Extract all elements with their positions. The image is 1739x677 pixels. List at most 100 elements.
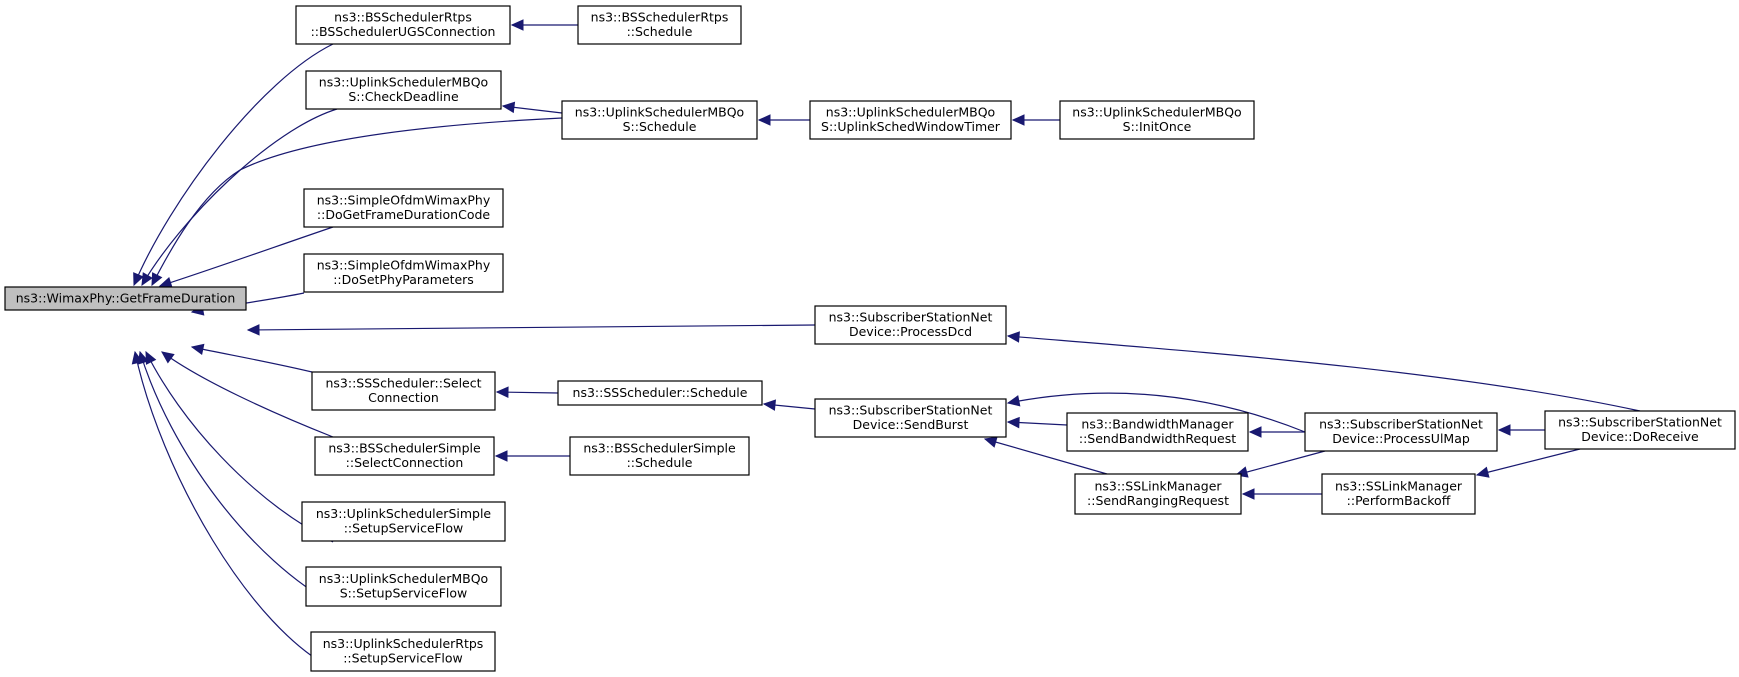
edge-ss_dcd-to-root — [246, 324, 816, 336]
node-box — [1059, 100, 1255, 140]
node-label-line: ns3::UplinkSchedulerSimple — [316, 506, 492, 521]
edge-ss_receive-to-link_backoff — [1475, 448, 1581, 478]
node-bsrtps-sched[interactable]: ns3::BSSchedulerRtps::Schedule — [577, 5, 742, 45]
node-label-line: ns3::SimpleOfdmWimaxPhy — [317, 193, 491, 208]
edge-line — [1235, 450, 1326, 476]
node-box — [1544, 410, 1736, 450]
edge-line — [134, 351, 338, 672]
node-label-line: ::DoGetFrameDurationCode — [317, 207, 491, 222]
node-root[interactable]: ns3::WimaxPhy::GetFrameDuration — [4, 286, 247, 311]
edge-bsrtps_ugs-to-root — [133, 43, 334, 287]
edge-sss_select-to-root — [190, 343, 313, 373]
node-label-line: ::SendRangingRequest — [1087, 493, 1229, 508]
node-ss-dcd[interactable]: ns3::SubscriberStationNetDevice::Process… — [814, 305, 1007, 345]
node-label-line: ns3::UplinkSchedulerMBQo — [319, 75, 488, 90]
node-box — [310, 631, 496, 672]
edge-line — [141, 108, 338, 286]
node-ss-ulmap[interactable]: ns3::SubscriberStationNetDevice::Process… — [1304, 412, 1498, 452]
node-box — [4, 286, 247, 311]
edge-ss_ulmap-to-ss_burst — [1006, 392, 1306, 433]
node-ofdm-code[interactable]: ns3::SimpleOfdmWimaxPhy::DoGetFrameDurat… — [303, 188, 504, 228]
node-box — [295, 5, 511, 45]
arrowhead-icon — [1011, 114, 1025, 126]
node-label-line: ns3::SubscriberStationNet — [829, 310, 993, 325]
edge-line — [151, 117, 563, 286]
node-box — [569, 436, 750, 476]
node-box — [303, 253, 504, 293]
edge-ss_receive-to-ss_ulmap — [1497, 424, 1545, 436]
node-box — [314, 436, 495, 476]
edge-bw_req-to-ss_burst — [1006, 416, 1068, 429]
node-mbqos-timer[interactable]: ns3::UplinkSchedulerMBQoS::UplinkSchedWi… — [809, 100, 1012, 140]
arrowhead-icon — [1241, 488, 1255, 500]
node-label-line: Device::DoReceive — [1581, 429, 1699, 444]
arrowhead-icon — [762, 399, 777, 411]
node-link-ranging[interactable]: ns3::SSLinkManager::SendRangingRequest — [1074, 473, 1242, 515]
arrowhead-icon — [1006, 395, 1021, 407]
arrowhead-icon — [246, 324, 260, 336]
node-bsrtps-ugs[interactable]: ns3::BSSchedulerRtps::BSSchedulerUGSConn… — [295, 5, 511, 45]
arrowhead-icon — [145, 350, 157, 365]
node-sss-select[interactable]: ns3::SSScheduler::SelectConnection — [311, 371, 496, 411]
node-box — [557, 380, 763, 406]
node-label-line: ns3::SSLinkManager — [1335, 479, 1463, 494]
node-label-line: ns3::UplinkSchedulerMBQo — [319, 571, 488, 586]
node-link-backoff[interactable]: ns3::SSLinkManager::PerformBackoff — [1321, 473, 1476, 515]
node-label-line: ns3::BandwidthManager — [1081, 417, 1234, 432]
node-box — [1304, 412, 1498, 452]
node-ulrtps-setup[interactable]: ns3::UplinkSchedulerRtps::SetupServiceFl… — [310, 631, 496, 672]
node-label-line: ns3::UplinkSchedulerMBQo — [826, 105, 995, 120]
edge-line — [247, 324, 816, 331]
node-mbqos-setup[interactable]: ns3::UplinkSchedulerMBQoS::SetupServiceF… — [305, 566, 502, 607]
edge-line — [1007, 392, 1306, 433]
node-box — [301, 501, 506, 542]
node-label-line: Device::ProcessDcd — [849, 324, 972, 339]
edge-bsrtps_sched-to-bsrtps_ugs — [510, 19, 578, 31]
node-box — [809, 100, 1012, 140]
node-label-line: ::PerformBackoff — [1347, 493, 1451, 508]
node-ulsimple-setup[interactable]: ns3::UplinkSchedulerSimple::SetupService… — [301, 501, 506, 542]
node-label-line: ::Schedule — [627, 455, 693, 470]
node-box — [814, 305, 1007, 345]
arrowhead-icon — [158, 276, 173, 288]
node-bw-req[interactable]: ns3::BandwidthManager::SendBandwidthRequ… — [1066, 412, 1249, 452]
node-label-line: ns3::SubscriberStationNet — [1319, 417, 1483, 432]
node-label-line: ::Schedule — [627, 24, 693, 39]
node-label-line: ns3::UplinkSchedulerRtps — [323, 636, 484, 651]
arrowhead-icon — [1248, 426, 1262, 438]
node-label-line: ns3::BSSchedulerRtps — [334, 10, 472, 25]
arrowhead-icon — [1475, 466, 1490, 478]
node-box — [1066, 412, 1249, 452]
node-sss-sched[interactable]: ns3::SSScheduler::Schedule — [557, 380, 763, 406]
node-label-line: ::SetupServiceFlow — [343, 651, 463, 666]
edge-ss_ulmap-to-link_ranging — [1234, 450, 1326, 478]
node-label-line: Device::ProcessUlMap — [1332, 431, 1470, 446]
node-bssimple-sched[interactable]: ns3::BSSchedulerSimple::Schedule — [569, 436, 750, 476]
edge-line — [159, 226, 334, 287]
arrowhead-icon — [151, 272, 163, 287]
node-ss-receive[interactable]: ns3::SubscriberStationNetDevice::DoRecei… — [1544, 410, 1736, 450]
node-label-line: ns3::UplinkSchedulerMBQo — [575, 105, 744, 120]
node-ss-burst[interactable]: ns3::SubscriberStationNetDevice::SendBur… — [814, 398, 1007, 438]
node-label-line: ::SendBandwidthRequest — [1079, 431, 1236, 446]
arrowhead-icon — [1006, 416, 1020, 429]
node-label-line: ns3::SSScheduler::Select — [325, 376, 481, 391]
node-label-line: S::SetupServiceFlow — [340, 586, 467, 601]
edge-line — [1476, 448, 1581, 476]
edge-mbqos_sched-to-root — [151, 117, 563, 287]
node-box — [561, 100, 758, 140]
arrowhead-icon — [501, 101, 516, 114]
arrowhead-icon — [495, 386, 509, 398]
node-box — [1074, 473, 1242, 515]
arrowhead-icon — [133, 272, 144, 287]
node-label-line: ns3::SSScheduler::Schedule — [573, 385, 748, 400]
edge-bssimple_sched-to-bssimple_select — [494, 450, 570, 462]
node-bssimple-select[interactable]: ns3::BSSchedulerSimple::SelectConnection — [314, 436, 495, 476]
node-box — [303, 188, 504, 228]
node-label-line: ::SetupServiceFlow — [344, 521, 464, 536]
node-ofdm-params[interactable]: ns3::SimpleOfdmWimaxPhy::DoSetPhyParamet… — [303, 253, 504, 293]
edge-line — [161, 351, 334, 438]
